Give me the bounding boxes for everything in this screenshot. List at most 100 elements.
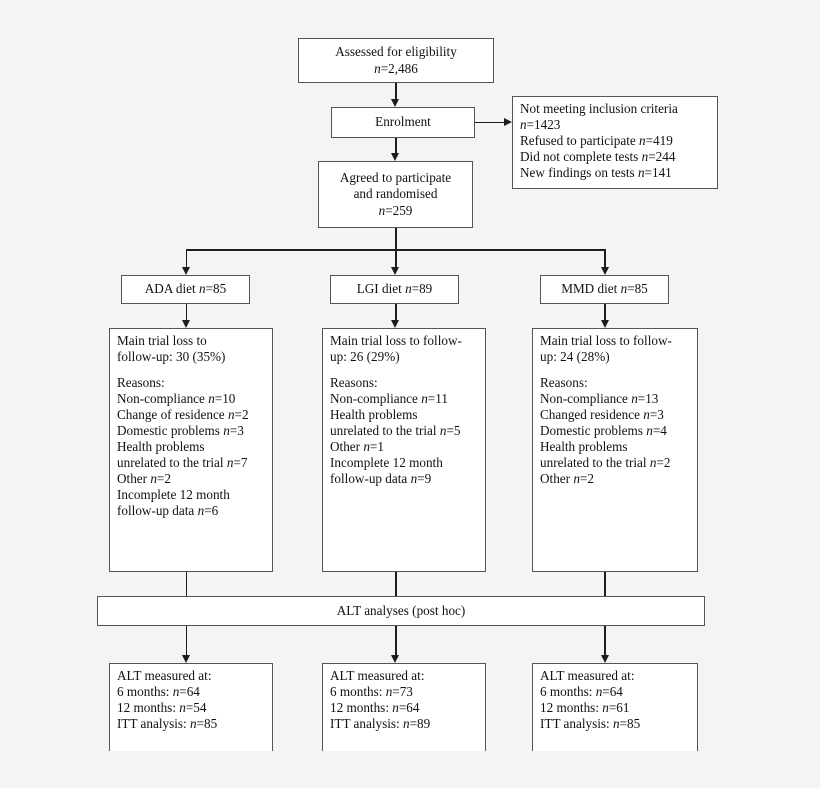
- exclusion-line-not-meeting: Not meeting inclusion criteria: [520, 101, 678, 116]
- arm-header-label-lgi: LGI diet n=89: [356, 281, 433, 297]
- outcome-row-mmd-2: ITT analysis: n=85: [540, 716, 641, 732]
- connector-enrolment-to-excluded: [475, 121, 504, 124]
- loss-reasons-label-mmd: Reasons:: [540, 374, 588, 390]
- loss-reason-ada-7: follow-up data n=6: [117, 503, 219, 519]
- loss-reason-mmd-2: Domestic problems n=4: [540, 422, 667, 438]
- loss-reason-mmd-4: unrelated to the trial n=2: [540, 455, 671, 471]
- loss-reasons-label-lgi: Reasons:: [330, 374, 378, 390]
- outcome-row-ada-0: 6 months: n=64: [117, 684, 200, 700]
- outcome-row-ada-1: 12 months: n=54: [117, 700, 207, 716]
- arrowhead-ada-diet: [181, 267, 190, 275]
- arrowhead-enrolment: [391, 99, 400, 107]
- box-enrolment: Enrolment: [331, 107, 475, 138]
- loss-reason-ada-6: Incomplete 12 month: [117, 487, 230, 503]
- loss-headline-1-mmd: Main trial loss to follow-: [540, 333, 672, 348]
- box-arm-header-ada: ADA diet n=85: [121, 275, 250, 304]
- box-arm-header-mmd: MMD diet n=85: [540, 275, 669, 304]
- connector-split-to-mmd: [604, 249, 606, 267]
- box-agreed-randomised: Agreed to participate and randomised n=2…: [318, 161, 473, 228]
- arm-header-label-mmd: MMD diet n=85: [561, 281, 648, 297]
- loss-reason-lgi-2: unrelated to the trial n=5: [330, 422, 461, 438]
- arrowhead-outcome-ada: [181, 655, 190, 663]
- loss-reason-lgi-1: Health problems: [330, 406, 418, 422]
- arrowhead-lgi-loss: [391, 320, 400, 328]
- exclusion-line-incomplete-tests: Did not complete tests n=244: [520, 149, 676, 165]
- loss-reason-lgi-0: Non-compliance n=11: [330, 390, 448, 406]
- connector-mmd-header-to-loss: [604, 304, 606, 320]
- outcome-row-lgi-2: ITT analysis: n=89: [330, 716, 431, 732]
- loss-reason-ada-0: Non-compliance n=10: [117, 390, 236, 406]
- loss-spacer-lgi: [330, 365, 478, 375]
- loss-headline-2-lgi: up: 26 (29%): [330, 349, 400, 365]
- loss-headline-1-lgi: Main trial loss to follow-: [330, 333, 462, 348]
- box-loss-lgi: Main trial loss to follow- up: 26 (29%) …: [322, 328, 486, 572]
- connector-assessed-to-enrolment: [395, 83, 397, 99]
- box-outcome-mmd: ALT measured at: 6 months: n=64 12 month…: [532, 663, 698, 751]
- connector-split-to-ada: [185, 249, 188, 267]
- exclusion-line-refused: Refused to participate n=419: [520, 133, 673, 149]
- connector-lgi-header-to-loss: [395, 304, 397, 320]
- box-alt-analyses: ALT analyses (post hoc): [97, 596, 705, 626]
- loss-headline-2-ada: follow-up: 30 (35%): [117, 349, 226, 365]
- box-exclusions: Not meeting inclusion criteria n=1423 Re…: [512, 96, 718, 189]
- outcome-row-mmd-0: 6 months: n=64: [540, 684, 623, 700]
- connector-ada-loss-to-alt: [185, 572, 188, 596]
- box-outcome-lgi: ALT measured at: 6 months: n=73 12 month…: [322, 663, 486, 751]
- arrowhead-ada-loss: [181, 320, 190, 328]
- arrowhead-excluded: [504, 117, 512, 126]
- loss-reason-ada-5: Other n=2: [117, 471, 171, 487]
- loss-reason-ada-1: Change of residence n=2: [117, 406, 249, 422]
- box-assessed-for-eligibility: Assessed for eligibility n=2,486: [298, 38, 494, 83]
- randomised-count: n=259: [378, 202, 413, 218]
- outcome-row-lgi-0: 6 months: n=73: [330, 684, 413, 700]
- exclusion-line-new-findings: New findings on tests n=141: [520, 165, 672, 181]
- randomised-line-1: Agreed to participate: [339, 170, 452, 186]
- connector-ada-header-to-loss: [185, 304, 188, 320]
- box-loss-mmd: Main trial loss to follow- up: 24 (28%) …: [532, 328, 698, 572]
- loss-reason-lgi-4: Incomplete 12 month: [330, 455, 443, 471]
- outcome-row-ada-2: ITT analysis: n=85: [117, 716, 218, 732]
- exclusion-line-not-meeting-count: n=1423: [520, 117, 561, 133]
- arrowhead-outcome-mmd: [600, 655, 609, 663]
- outcome-title-lgi: ALT measured at:: [330, 668, 425, 683]
- assessed-line-1: Assessed for eligibility: [335, 44, 457, 60]
- arrowhead-mmd-diet: [600, 267, 609, 275]
- arrowhead-lgi-diet: [391, 267, 400, 275]
- assessed-count: n=2,486: [374, 60, 418, 76]
- loss-reason-lgi-3: Other n=1: [330, 439, 384, 455]
- connector-split-to-lgi: [395, 249, 397, 267]
- connector-randomised-stem: [395, 228, 397, 250]
- connector-enrolment-to-randomised: [395, 138, 397, 153]
- box-loss-ada: Main trial loss to follow-up: 30 (35%) R…: [109, 328, 273, 572]
- arm-header-label-ada: ADA diet n=85: [144, 281, 227, 297]
- arrowhead-outcome-lgi: [391, 655, 400, 663]
- loss-spacer-ada: [117, 365, 265, 375]
- connector-lgi-loss-to-alt: [395, 572, 397, 596]
- randomised-line-2: and randomised: [353, 186, 438, 202]
- outcome-title-ada: ALT measured at:: [117, 668, 212, 683]
- loss-spacer-mmd: [540, 365, 690, 375]
- connector-alt-to-outcome-ada: [185, 626, 188, 655]
- connector-mmd-loss-to-alt: [604, 572, 606, 596]
- loss-reason-mmd-5: Other n=2: [540, 471, 594, 487]
- connector-alt-to-outcome-lgi: [395, 626, 397, 655]
- loss-reason-mmd-3: Health problems: [540, 439, 628, 455]
- loss-headline-2-mmd: up: 24 (28%): [540, 349, 610, 365]
- loss-reason-ada-2: Domestic problems n=3: [117, 422, 244, 438]
- enrolment-label: Enrolment: [375, 114, 431, 130]
- connector-alt-to-outcome-mmd: [604, 626, 606, 655]
- alt-analyses-label: ALT analyses (post hoc): [336, 602, 466, 618]
- arrowhead-randomised: [391, 153, 400, 161]
- outcome-row-lgi-1: 12 months: n=64: [330, 700, 420, 716]
- loss-reason-ada-3: Health problems: [117, 439, 205, 455]
- loss-reason-ada-4: unrelated to the trial n=7: [117, 455, 248, 471]
- box-arm-header-lgi: LGI diet n=89: [330, 275, 459, 304]
- outcome-title-mmd: ALT measured at:: [540, 668, 635, 683]
- box-outcome-ada: ALT measured at: 6 months: n=64 12 month…: [109, 663, 273, 751]
- outcome-row-mmd-1: 12 months: n=61: [540, 700, 630, 716]
- loss-reason-lgi-5: follow-up data n=9: [330, 471, 432, 487]
- loss-headline-1-ada: Main trial loss to: [117, 333, 207, 348]
- arrowhead-mmd-loss: [600, 320, 609, 328]
- loss-reason-mmd-0: Non-compliance n=13: [540, 390, 659, 406]
